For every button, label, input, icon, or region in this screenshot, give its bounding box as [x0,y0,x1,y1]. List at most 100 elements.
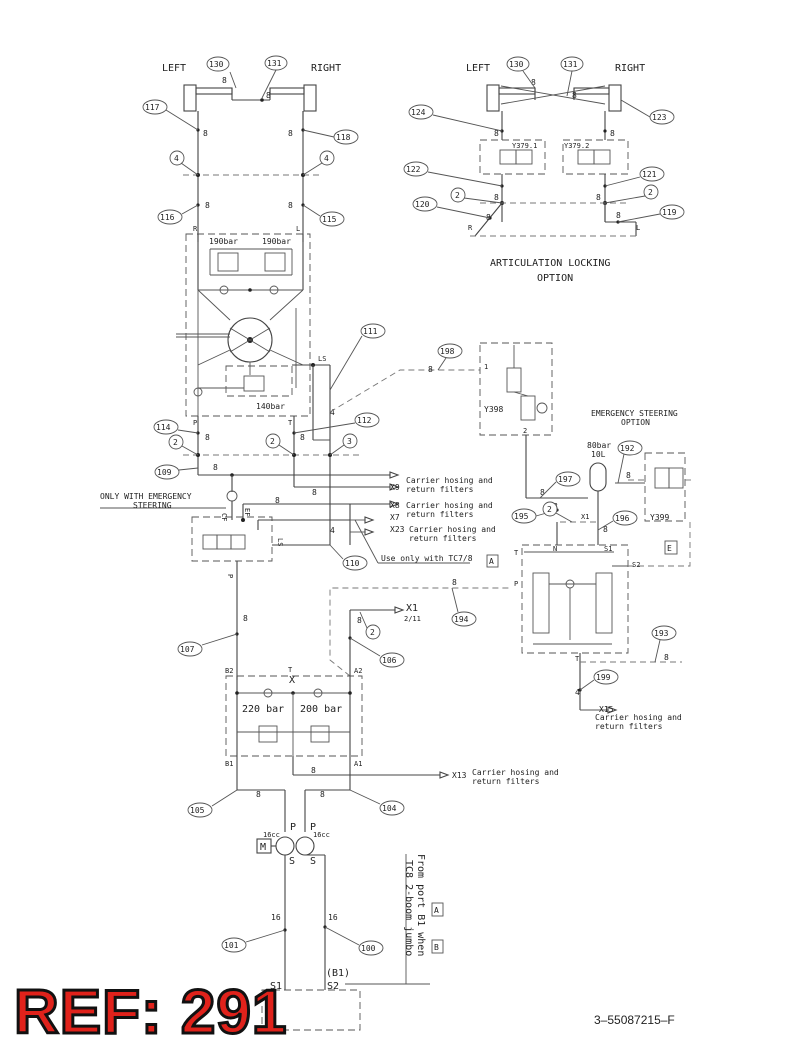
svg-text:A1: A1 [354,760,362,768]
svg-text:194: 194 [454,615,469,624]
svg-text:L: L [636,224,640,232]
port-x7: X7 [390,513,400,522]
svg-text:8: 8 [256,790,261,799]
svg-text:2: 2 [455,191,460,200]
port-x23: X23 [390,525,405,534]
svg-text:192: 192 [620,444,635,453]
svg-text:193: 193 [654,629,669,638]
svg-text:CF: CF [220,513,228,521]
svg-text:120: 120 [415,200,430,209]
svg-text:8: 8 [288,129,293,138]
svg-text:P: P [514,580,518,588]
svg-text:T: T [288,666,293,674]
emergency-steering-option: 8 1 2 Y398 8 80bar 10L 8 EMERGENCY STEER… [329,342,693,731]
callouts: 130 131 117 118 4 4 116 115 111 114 112 … [142,55,685,956]
svg-text:P: P [310,822,316,833]
carrier-hosing-x9-2: return filters [406,485,474,494]
svg-text:8: 8 [664,653,669,662]
svg-text:114: 114 [156,423,171,432]
carrier-hosing-x8-1: Carrier hosing and [406,501,493,510]
pump-cc-left: 16cc [263,831,280,839]
svg-text:110: 110 [345,559,360,568]
pump-cc-right: 16cc [313,831,330,839]
valve-y399: Y399 [650,513,669,522]
svg-text:P: P [290,822,296,833]
svg-text:8: 8 [357,616,362,625]
box-b-bottom: B [434,943,439,952]
valve-y398: Y398 [484,405,503,414]
svg-text:104: 104 [382,804,397,813]
svg-text:105: 105 [190,806,205,815]
emergency-title-2: OPTION [621,418,650,427]
port-x8: X8 [390,501,400,510]
emergency-steering-block: ONLY WITH EMERGENCY STEERING CF EF LS 8 … [100,475,499,680]
svg-text:131: 131 [267,59,282,68]
left-label: LEFT [162,63,186,74]
svg-text:8: 8 [540,488,545,497]
ref-number: REF: 291 [12,978,288,1047]
svg-text:4: 4 [174,154,179,163]
svg-text:8: 8 [572,91,577,100]
right-label: RIGHT [311,63,341,74]
svg-text:2: 2 [270,437,275,446]
svg-text:2: 2 [648,188,653,197]
svg-text:S1: S1 [270,981,282,992]
svg-text:(B1): (B1) [326,968,350,979]
svg-text:119: 119 [662,208,677,217]
svg-text:111: 111 [363,327,378,336]
pressure-190-left: 190bar [209,237,238,246]
svg-text:R: R [468,224,473,232]
svg-text:197: 197 [558,475,573,484]
svg-text:199: 199 [596,673,611,682]
svg-text:B2: B2 [225,667,233,675]
valve-y379-2: Y379.2 [564,142,589,150]
svg-text:100: 100 [361,944,376,953]
svg-text:8: 8 [603,525,608,534]
only-emergency-2: STEERING [133,501,172,510]
port-x1-sub: 2/11 [404,615,421,623]
svg-text:8: 8 [205,433,210,442]
carrier-hosing-x8-2: return filters [406,510,474,519]
steering-lines: 8 8 8 8 R L [183,111,320,242]
left-label-2: LEFT [466,63,490,74]
svg-text:8: 8 [275,496,280,505]
svg-text:8: 8 [222,76,227,85]
svg-text:130: 130 [209,60,224,69]
svg-text:8: 8 [494,193,499,202]
svg-text:16: 16 [328,913,338,922]
from-port-2: TC8 2-boom jumbo [403,860,414,956]
svg-text:106: 106 [382,656,397,665]
box-e: E [667,544,672,553]
svg-text:3: 3 [347,437,352,446]
svg-text:T: T [288,419,293,427]
svg-text:X1: X1 [581,513,589,521]
svg-text:8: 8 [626,471,631,480]
steering-unit: 190bar 190bar 140bar LS P T [176,233,330,427]
svg-text:B1: B1 [225,760,233,768]
svg-text:R: R [193,225,198,233]
svg-text:S1: S1 [604,545,612,553]
svg-text:T: T [575,655,580,663]
svg-text:P: P [226,574,234,578]
svg-text:118: 118 [336,133,351,142]
svg-text:8: 8 [616,211,621,220]
svg-text:196: 196 [615,514,630,523]
valve-y379-1: Y379.1 [512,142,537,150]
svg-text:X: X [289,675,295,686]
box-a-mid: A [489,557,494,566]
svg-text:L: L [296,225,300,233]
carrier-hosing-x15-2: return filters [595,722,663,731]
port-x13: X13 [452,771,467,780]
from-port-1: From port B1 when [415,854,426,956]
svg-text:198: 198 [440,347,455,356]
svg-text:8: 8 [531,78,536,87]
svg-text:P: P [193,419,197,427]
svg-text:2: 2 [370,628,375,637]
carrier-hosing-x13-1: Carrier hosing and [472,768,559,777]
svg-text:8: 8 [320,790,325,799]
carrier-hosing-x9-1: Carrier hosing and [406,476,493,485]
svg-text:S: S [310,856,316,867]
port-x15: X15 [599,705,614,714]
pressure-200: 200 bar [300,704,342,715]
svg-text:8: 8 [596,193,601,202]
